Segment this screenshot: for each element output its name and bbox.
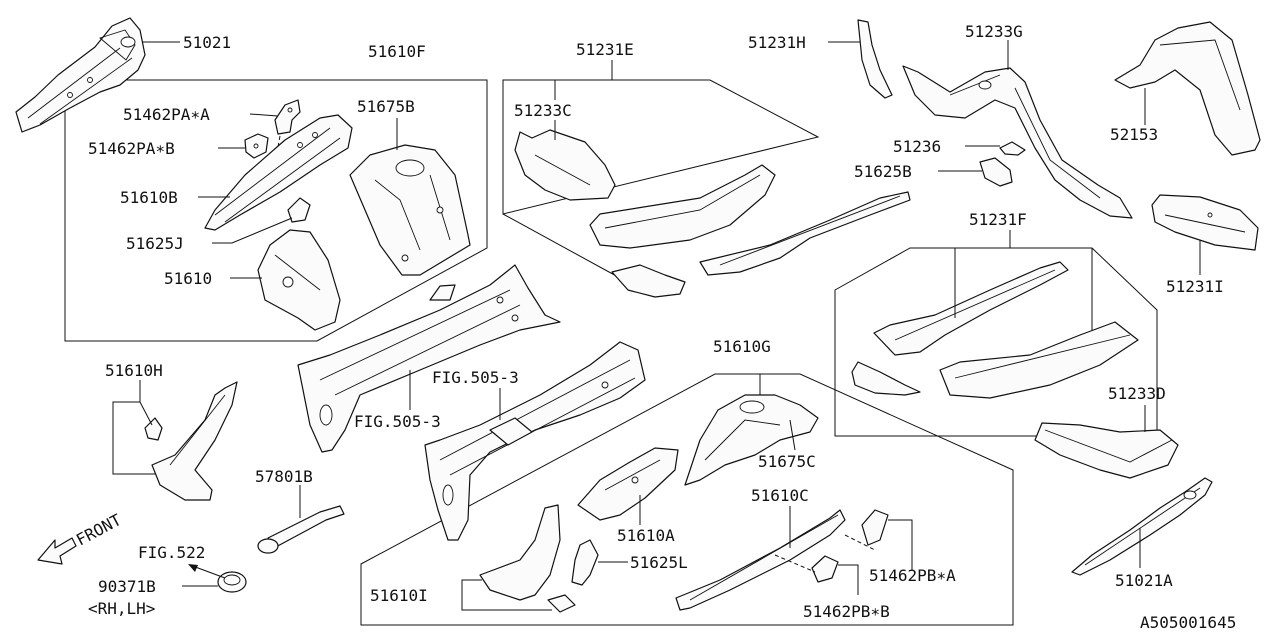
part-52153 bbox=[1114, 21, 1261, 156]
fig522-arrowhead bbox=[188, 564, 198, 572]
label-51625L: 51625L bbox=[630, 553, 688, 572]
part-51233D bbox=[1034, 422, 1179, 479]
part-51231E-long bbox=[589, 164, 776, 249]
part-51231I bbox=[1151, 194, 1259, 251]
label-fig522: FIG.522 bbox=[138, 543, 205, 562]
label-front: FRONT bbox=[73, 510, 125, 550]
part-51462PA-A bbox=[274, 99, 301, 135]
label-51675C: 51675C bbox=[758, 452, 816, 471]
group-leader-51231E-b bbox=[502, 213, 621, 279]
label-51236: 51236 bbox=[893, 137, 941, 156]
part-51610H bbox=[144, 381, 238, 501]
part-51462PA-B bbox=[244, 133, 269, 159]
part-51231E-small bbox=[611, 264, 686, 298]
part-90371B bbox=[217, 571, 247, 593]
label-57801B: 57801B bbox=[255, 467, 313, 486]
label-51231E: 51231E bbox=[576, 40, 634, 59]
label-51462PB-B: 51462PB∗B bbox=[803, 602, 890, 621]
front-frame-upper bbox=[297, 264, 561, 453]
label-51462PA-B: 51462PA∗B bbox=[88, 139, 175, 158]
part-51625J bbox=[287, 197, 311, 223]
group-box-51610G bbox=[360, 373, 1014, 626]
part-51625B bbox=[979, 157, 1013, 187]
label-51610B: 51610B bbox=[120, 188, 178, 207]
part-51231F-small bbox=[851, 361, 921, 396]
label-51610G: 51610G bbox=[713, 337, 771, 356]
part-51231E-rail bbox=[699, 191, 911, 276]
label-51462PB-A: 51462PB∗A bbox=[869, 566, 956, 585]
part-51625L bbox=[571, 539, 599, 586]
part-51610B bbox=[204, 114, 353, 231]
label-51462PA-A: 51462PA∗A bbox=[123, 105, 210, 124]
part-51231H bbox=[857, 19, 893, 99]
part-51233C bbox=[514, 129, 616, 201]
part-51236 bbox=[999, 141, 1026, 156]
part-51462PB-B bbox=[811, 555, 839, 583]
front-frame-lower bbox=[424, 341, 646, 541]
part-51610I bbox=[479, 504, 576, 613]
label-51610I: 51610I bbox=[370, 586, 428, 605]
part-51231F-lower bbox=[939, 321, 1139, 399]
label-51021: 51021 bbox=[183, 33, 231, 52]
label-51610A: 51610A bbox=[617, 526, 675, 545]
label-51231I: 51231I bbox=[1166, 277, 1224, 296]
label-51675B: 51675B bbox=[357, 97, 415, 116]
part-51462PB-A bbox=[861, 509, 889, 546]
label-51231F: 51231F bbox=[969, 210, 1027, 229]
group-box-51231F bbox=[834, 247, 1158, 437]
label-51610: 51610 bbox=[164, 269, 212, 288]
label-fig505-3-upper: FIG.505-3 bbox=[432, 368, 519, 387]
part-51675B bbox=[349, 144, 471, 276]
diagram-id: A505001645 bbox=[1140, 613, 1236, 632]
part-51610C bbox=[675, 509, 846, 611]
part-51021A bbox=[1071, 477, 1213, 576]
label-rh-lh: <RH,LH> bbox=[88, 599, 155, 618]
label-52153: 52153 bbox=[1110, 125, 1158, 144]
label-51610C: 51610C bbox=[751, 486, 809, 505]
label-51231H: 51231H bbox=[748, 33, 806, 52]
group-box-51610F bbox=[64, 79, 488, 342]
part-51675C bbox=[684, 394, 819, 486]
label-51021A: 51021A bbox=[1115, 571, 1173, 590]
label-51233D: 51233D bbox=[1108, 384, 1166, 403]
label-51610H: 51610H bbox=[105, 361, 163, 380]
front-arrow-icon bbox=[37, 537, 77, 565]
part-51021 bbox=[15, 17, 146, 133]
part-57801B bbox=[257, 505, 345, 554]
label-51625J: 51625J bbox=[126, 234, 184, 253]
group-box-51231E bbox=[502, 79, 820, 215]
label-51233C: 51233C bbox=[514, 101, 572, 120]
part-51610 bbox=[257, 229, 341, 331]
part-51231F-upper bbox=[873, 261, 1069, 356]
label-51610F: 51610F bbox=[368, 42, 426, 61]
part-51610A bbox=[577, 447, 679, 521]
part-51233G bbox=[902, 65, 1133, 219]
label-90371B: 90371B bbox=[98, 577, 156, 596]
label-fig505-3-lower: FIG.505-3 bbox=[354, 412, 441, 431]
label-51625B: 51625B bbox=[854, 162, 912, 181]
label-51233G: 51233G bbox=[965, 22, 1023, 41]
